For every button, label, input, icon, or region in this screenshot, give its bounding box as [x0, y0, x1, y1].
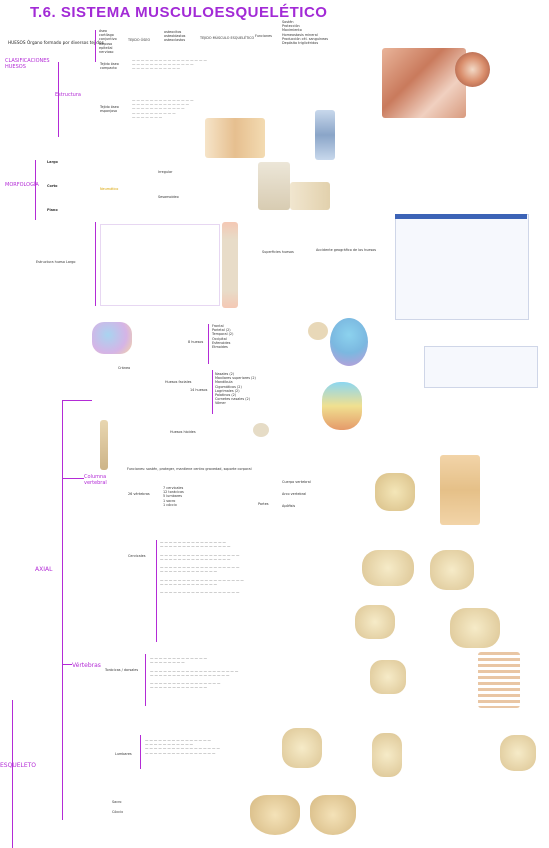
n-vertebras: 26 vértebras	[128, 492, 150, 496]
skull-reference-panel	[424, 346, 538, 388]
toracicas-label: Torácicas / dorsales	[105, 668, 139, 672]
corto-label: Corto	[47, 184, 58, 188]
spine-small-illustration	[100, 420, 108, 470]
cervical-vertebra-4	[450, 608, 500, 648]
cervicales-label: Cervicales	[128, 554, 146, 558]
funciones-label: Funciones	[255, 34, 272, 38]
cara-list: Nasales (2)Maxilares superiores (2)Mandí…	[215, 372, 256, 406]
skeleton-illustration	[258, 162, 290, 210]
tejido-esq-label: TEJIDO MÚSCULO ESQUELÉTICO	[200, 36, 255, 40]
cara-count: 14 huesos	[190, 388, 208, 392]
sacro-label: Sacro	[112, 800, 122, 804]
skull-front-illustration	[322, 382, 362, 430]
skull-small-illustration	[92, 322, 132, 354]
spine-side-illustration	[440, 455, 480, 525]
craneo-count: 8 huesos	[188, 340, 204, 344]
thoracic-vertebra-illustration	[370, 660, 406, 694]
sacrum-illustration-1	[250, 795, 300, 835]
compacto-label: Tejido óseo compacto	[100, 62, 119, 71]
estructura-label: Estructura	[55, 92, 81, 98]
vertebra-illustration	[375, 473, 415, 511]
irregular-label: Irregular	[158, 170, 173, 174]
huesos-label: HUESOS	[8, 40, 26, 45]
surfaces-table	[395, 214, 529, 320]
tejido-oseo-label: TEJIDO ÓSEO	[128, 38, 151, 42]
ribcage-illustration	[478, 652, 520, 708]
sesamoideo-label: Sesamoideo	[158, 195, 179, 199]
osteon-illustration	[455, 52, 490, 87]
otros-label: Huesos hioides	[170, 430, 196, 434]
lumbar-notes: — — — — — — — — — — — — — — —— — — — — —…	[145, 738, 220, 755]
esponjoso-label: Tejido óseo esponjoso	[100, 105, 119, 114]
lumbares-label: Lumbares	[115, 752, 132, 756]
long-bone-notes	[100, 224, 220, 306]
axial-label: AXIAL	[35, 566, 53, 573]
estructura-largo-label: Estructura hueso Largo	[36, 260, 76, 264]
partes-label: Partes	[258, 502, 269, 506]
cervical-notes: — — — — — — — — — — — — — — —— — — — — —…	[160, 540, 244, 595]
lumbar-vertebra-2	[372, 733, 402, 777]
cervical-vertebra-3	[355, 605, 395, 639]
superficies-label: Superficies huesos	[262, 250, 294, 254]
neumatico-label: Neumático	[100, 187, 119, 191]
plano-label: Plano	[47, 208, 58, 212]
lumbar-vertebra-3	[500, 735, 536, 771]
columna-label: Columna vertebral	[84, 474, 107, 486]
spongy-bone-illustration	[205, 118, 265, 158]
long-bone-illustration	[222, 222, 238, 308]
columna-fn: Funciones: sostén, proteger, mantiene ce…	[127, 467, 252, 471]
cervical-vertebra-2	[430, 550, 474, 590]
cara-label: Huesos faciales	[165, 380, 192, 384]
bone-types-illustration	[290, 182, 330, 210]
femur-section-illustration	[315, 110, 335, 160]
hyoid-illustration	[253, 423, 269, 437]
lumbar-vertebra-1	[282, 728, 322, 768]
sacrum-illustration-2	[310, 795, 356, 835]
clasificaciones-label: CLASIFICACIONES HUESOS	[5, 58, 50, 70]
largo-label: Largo	[47, 160, 58, 164]
craneo-label: Cráneo	[118, 366, 131, 370]
page-title: T.6. SISTEMA MUSCULOESQUELÉTICO	[30, 4, 328, 21]
notes-spongy: — — — — — — — — — — — — — —— — — — — — —…	[132, 98, 194, 119]
huesos-def: Órgano formado por diversos tejidos	[27, 40, 104, 45]
superficies-def: Accidente geográfico de los huesos	[316, 248, 377, 252]
vertebras-label: Vértebras	[72, 662, 101, 669]
morfologia-label: MORFOLOGÍA	[5, 182, 39, 188]
cervical-vertebra-1	[362, 550, 414, 586]
notes-compact: — — — — — — — — — — — — — — — — —— — — —…	[132, 58, 207, 71]
esqueleto-label: ESQUELETO	[0, 762, 37, 769]
coxis-label: Cóccix	[112, 810, 124, 814]
thoracic-notes: — — — — — — — — — — — — —— — — — — — — —…	[150, 656, 239, 690]
skull-colored-illustration	[330, 318, 368, 366]
bone-tissue-illustration	[382, 48, 466, 118]
skull-top-illustration	[308, 322, 328, 340]
